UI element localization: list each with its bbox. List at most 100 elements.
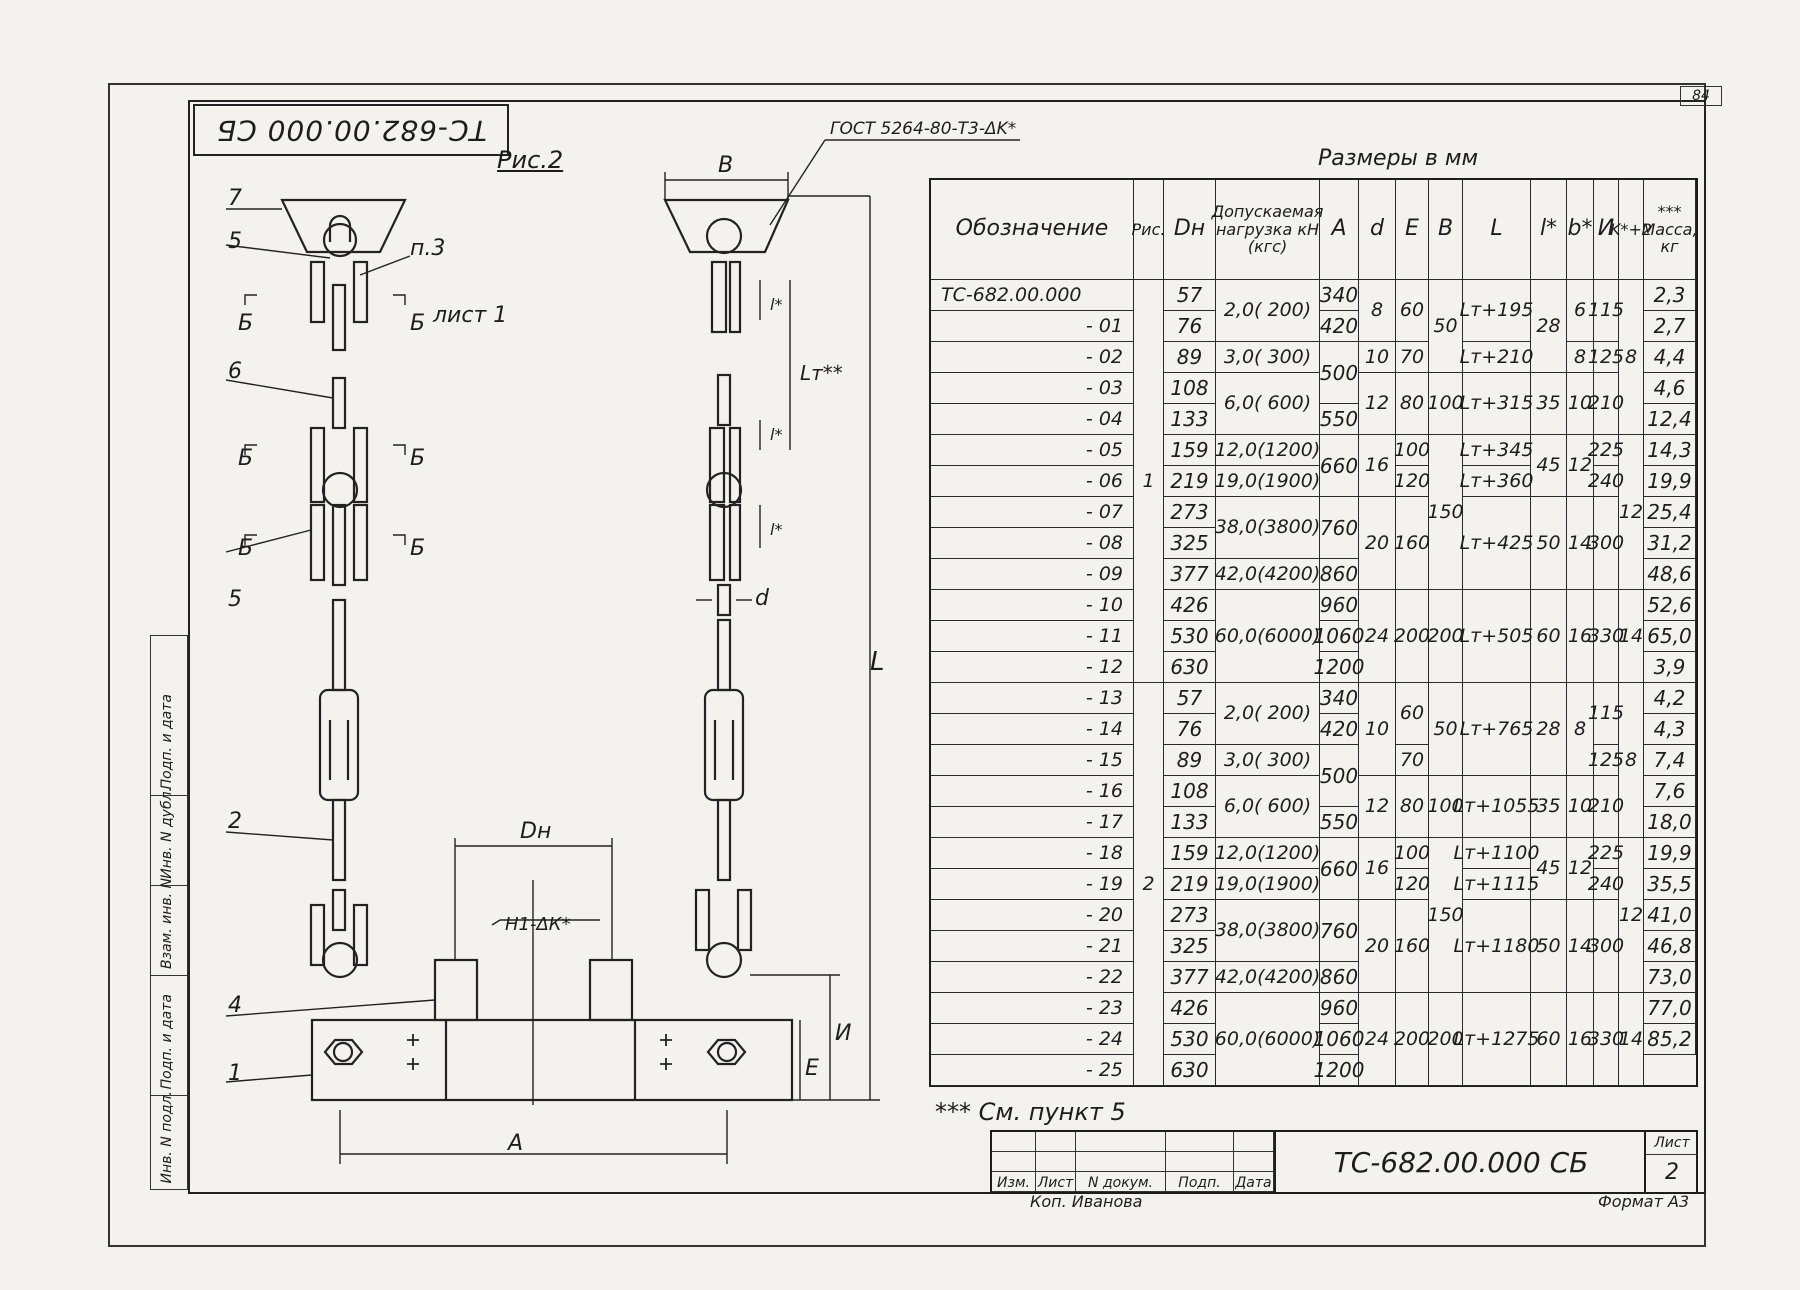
mass-cell: 65,0 [1644,621,1696,652]
header-designation: Обозначение [931,180,1134,280]
load-cell: 6,0( 600) [1216,373,1320,435]
load-cell: 19,0(1900) [1215,466,1320,497]
dn-cell: 76 [1164,311,1216,342]
designation-cell: - 04 [931,404,1134,435]
d-cell: 8 [1359,280,1396,342]
mass-cell: 73,0 [1644,962,1696,993]
dim-l-overall: L [870,647,885,677]
L-cell: Lт+505 [1460,590,1533,683]
mass-cell: 4,3 [1644,714,1696,745]
mass-cell: 31,2 [1644,528,1696,559]
designation-cell: - 21 [931,931,1134,962]
I-cell: 300 [1588,497,1624,590]
footnote: *** См. пункт 5 [935,1098,1126,1126]
I-cell: 115 [1588,683,1624,745]
designation-cell: - 13 [931,683,1134,714]
d-cell: 12 [1359,776,1396,838]
dn-cell: 57 [1164,683,1216,714]
mass-cell: 2,3 [1644,280,1696,311]
header-fig: Рис. [1132,180,1165,280]
I-cell: 210 [1588,373,1624,435]
b-cell: 16 [1567,590,1594,683]
I-cell: 125 [1588,745,1624,776]
weld-label: Н1-ΔК* [505,914,571,935]
mass-cell: 14,3 [1644,435,1696,466]
designation-cell: - 08 [931,528,1134,559]
mass-cell: 35,5 [1644,869,1696,900]
load-cell: 42,0(4200) [1215,559,1320,590]
E-cell: 70 [1396,342,1429,373]
load-cell: 6,0( 600) [1216,776,1320,838]
l-cell: 45 [1531,435,1567,497]
L-cell: Lт+425 [1460,497,1533,590]
L-cell: Lт+1275 [1454,993,1539,1086]
l-cell: 60 [1531,590,1567,683]
left-link-rod [331,376,347,430]
designation-cell: - 03 [931,373,1134,404]
A-cell: 1200 [1314,1055,1364,1086]
designation-cell: - 11 [931,621,1134,652]
designation-cell: - 05 [931,435,1134,466]
L-cell: Lт+360 [1460,466,1533,497]
designation-cell: - 06 [931,466,1134,497]
header-dn: Dн [1164,180,1216,280]
fig-cell: 2 [1134,683,1164,1086]
dim-lt-label: Lт** [800,361,843,385]
k-cell: 8 [1619,280,1644,435]
mass-cell: 4,2 [1644,683,1696,714]
header-I: И [1594,180,1619,280]
A-cell: 860 [1320,962,1359,993]
A-cell: 340 [1320,683,1359,714]
l-cell: 28 [1531,683,1567,776]
B-cell: 100 [1427,373,1464,435]
callout-5-top: 5 [228,229,242,254]
A-cell: 1060 [1314,1024,1364,1055]
mass-cell: 52,6 [1644,590,1696,621]
B-cell: 50 [1429,280,1463,373]
dn-cell: 426 [1164,993,1216,1024]
title-block-code: ТС-682.00.000 СБ [1274,1132,1646,1192]
b-cell: 14 [1567,900,1594,993]
E-cell: 60 [1396,683,1429,745]
designation-cell: - 22 [931,962,1134,993]
designation-cell: - 16 [931,776,1134,807]
dim-l-star-3: l* [770,520,782,539]
rev-col-change: Изм. [992,1172,1036,1192]
sheet-inner-frame [188,100,1706,1194]
load-cell: 2,0( 200) [1216,683,1320,745]
load-cell: 60,0(6000) [1215,590,1320,683]
l-cell: 28 [1531,280,1567,373]
mass-cell: 7,4 [1644,745,1696,776]
I-cell: 330 [1588,590,1624,683]
figure-label: Рис.2 [497,146,564,174]
dn-cell: 325 [1164,528,1216,559]
header-k: K*+2 [1610,180,1652,280]
section-b-5: Б [238,536,253,561]
dn-cell: 273 [1164,497,1216,528]
E-cell: 200 [1394,993,1430,1086]
section-b-2: Б [410,311,425,336]
header-E: E [1396,180,1429,280]
callout-4: 4 [228,993,242,1018]
strip-sign-date: Подп. и дата [150,975,188,1095]
callout-2: 2 [228,809,242,834]
B-cell: 150 [1427,838,1464,993]
mass-cell: 3,9 [1644,652,1696,683]
E-cell: 80 [1396,373,1429,435]
d-cell: 24 [1359,993,1396,1086]
strip-replace-inv: Взам. инв. N [150,878,188,975]
b-cell: 12 [1567,838,1594,900]
d-cell: 24 [1359,590,1396,683]
dn-cell: 89 [1164,745,1216,776]
rev-col-sheet: Лист [1036,1172,1076,1192]
L-cell: Lт+345 [1460,435,1533,466]
k-cell: 14 [1619,590,1644,683]
dn-cell: 219 [1164,869,1216,900]
designation-cell: - 20 [931,900,1134,931]
section-b-3: Б [238,446,253,471]
I-cell: 240 [1588,466,1624,497]
mass-cell: 7,6 [1644,776,1696,807]
E-cell: 80 [1396,776,1429,838]
